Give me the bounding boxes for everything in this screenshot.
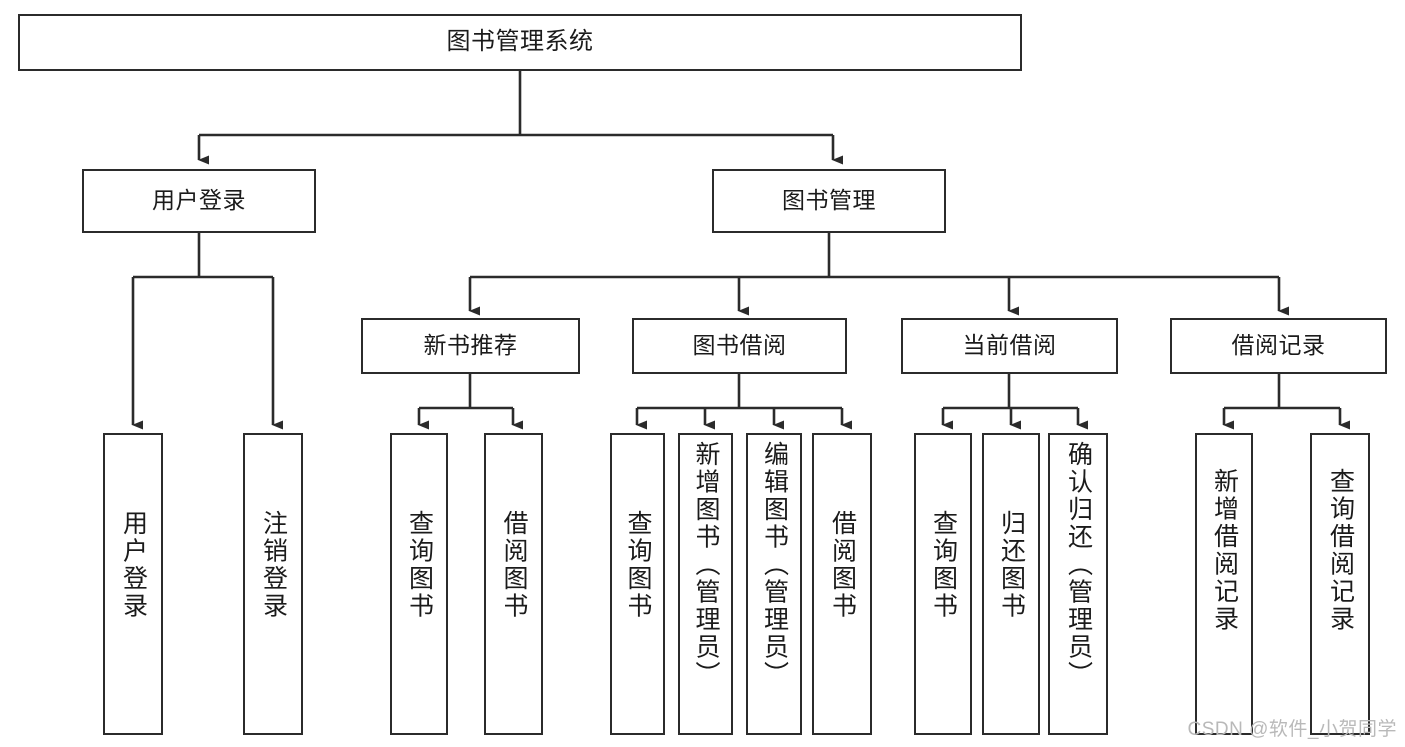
leaf-borrow-lend-book-label: 借阅图书 <box>828 510 857 620</box>
node-book-borrow[interactable]: 图书借阅 <box>632 318 847 374</box>
leaf-user-login-label: 用户登录 <box>119 510 148 620</box>
leaf-current-confirm-return-admin-label: 确认归还（管理员） <box>1064 441 1093 689</box>
leaf-records-add-record[interactable]: 新增借阅记录 <box>1195 433 1253 735</box>
node-user-login[interactable]: 用户登录 <box>82 169 316 233</box>
leaf-borrow-query-book[interactable]: 查询图书 <box>610 433 665 735</box>
node-current-borrow-label: 当前借阅 <box>962 332 1057 359</box>
node-root[interactable]: 图书管理系统 <box>18 14 1022 71</box>
leaf-current-confirm-return-admin[interactable]: 确认归还（管理员） <box>1048 433 1108 735</box>
leaf-user-logout-label: 注销登录 <box>259 510 288 620</box>
leaf-current-return-book[interactable]: 归还图书 <box>982 433 1040 735</box>
leaf-current-query-book-label: 查询图书 <box>929 510 958 620</box>
leaf-borrow-edit-book-admin[interactable]: 编辑图书（管理员） <box>746 433 802 735</box>
leaf-newbook-query-book[interactable]: 查询图书 <box>390 433 448 735</box>
leaf-current-query-book[interactable]: 查询图书 <box>914 433 972 735</box>
leaf-records-query-record[interactable]: 查询借阅记录 <box>1310 433 1370 735</box>
leaf-user-logout[interactable]: 注销登录 <box>243 433 303 735</box>
leaf-records-query-record-label: 查询借阅记录 <box>1326 468 1355 633</box>
node-borrow-records-label: 借阅记录 <box>1231 332 1326 359</box>
node-user-login-label: 用户登录 <box>152 187 246 214</box>
leaf-newbook-borrow-book[interactable]: 借阅图书 <box>484 433 543 735</box>
node-book-management[interactable]: 图书管理 <box>712 169 946 233</box>
node-root-label: 图书管理系统 <box>446 28 594 56</box>
leaf-borrow-lend-book[interactable]: 借阅图书 <box>812 433 872 735</box>
node-new-book-recommend[interactable]: 新书推荐 <box>361 318 580 374</box>
node-current-borrow[interactable]: 当前借阅 <box>901 318 1118 374</box>
node-book-borrow-label: 图书借阅 <box>692 332 787 359</box>
node-borrow-records[interactable]: 借阅记录 <box>1170 318 1387 374</box>
leaf-borrow-add-book-admin-label: 新增图书（管理员） <box>692 441 720 689</box>
leaf-borrow-edit-book-admin-label: 编辑图书（管理员） <box>760 441 789 689</box>
leaf-user-login[interactable]: 用户登录 <box>103 433 163 735</box>
node-book-management-label: 图书管理 <box>782 187 876 214</box>
csdn-watermark: CSDN @软件_小贺同学 <box>1187 719 1397 740</box>
node-new-book-recommend-label: 新书推荐 <box>423 332 518 359</box>
leaf-records-add-record-label: 新增借阅记录 <box>1210 468 1239 633</box>
leaf-newbook-query-book-label: 查询图书 <box>405 510 434 620</box>
leaf-borrow-query-book-label: 查询图书 <box>624 510 652 620</box>
leaf-newbook-borrow-book-label: 借阅图书 <box>500 510 528 620</box>
leaf-borrow-add-book-admin[interactable]: 新增图书（管理员） <box>678 433 733 735</box>
leaf-current-return-book-label: 归还图书 <box>997 510 1026 620</box>
